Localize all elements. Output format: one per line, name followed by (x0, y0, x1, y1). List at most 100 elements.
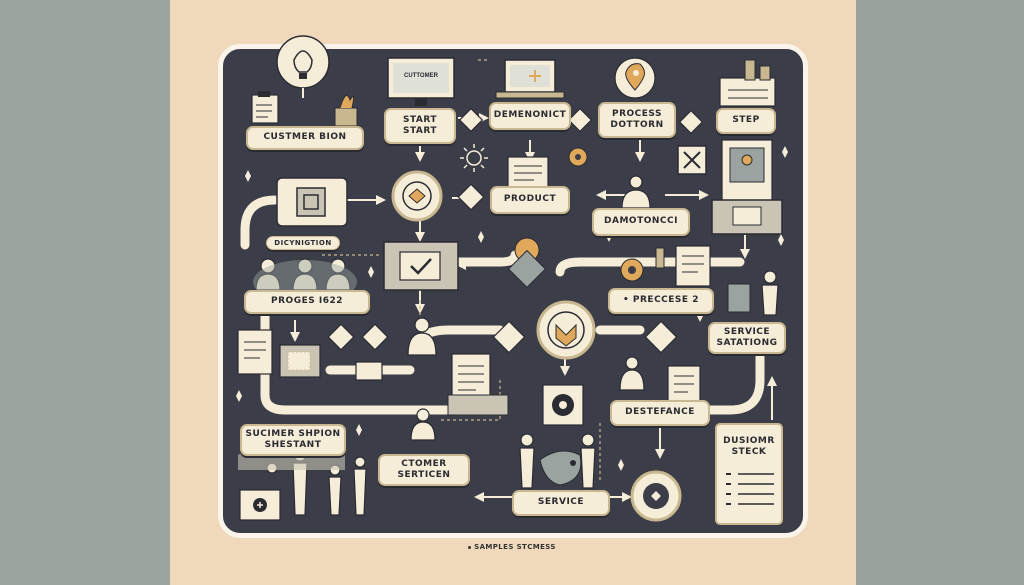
sparkle-icon (368, 266, 374, 278)
sparkle-icon (782, 146, 788, 158)
flow-paths (240, 195, 765, 415)
label-customer-bion: CUSTMER BION (246, 126, 364, 150)
person-icon (761, 284, 779, 316)
monitor-icon (387, 57, 455, 106)
label-service-satationg: SERVICE SATATIONG (708, 322, 786, 354)
sparkle-icon (356, 424, 362, 436)
label-process-dotorn: PROCESS DOTTORN (598, 102, 676, 138)
person-icon (292, 462, 308, 516)
person-icon (625, 356, 639, 370)
plant-icon (334, 95, 358, 127)
person-icon (619, 369, 645, 391)
end-node-icon (630, 470, 682, 522)
sparkle-icon (778, 234, 784, 246)
factory-icon (719, 59, 776, 107)
counter-icon (239, 489, 281, 521)
person-icon (353, 468, 367, 516)
gear-icon (620, 258, 644, 282)
report-icon (667, 365, 701, 405)
location-pin-icon (614, 57, 656, 99)
decision-diamond (644, 320, 678, 354)
cross-box-icon (677, 145, 707, 175)
flow-path (695, 340, 765, 415)
person-icon (763, 270, 777, 284)
person-icon (260, 258, 276, 274)
gear-icon (568, 147, 588, 167)
right-backdrop (856, 0, 1024, 585)
person-icon (621, 189, 651, 209)
notes-icon (655, 245, 711, 287)
label-start: START START (384, 108, 456, 144)
person-icon (581, 433, 595, 447)
person-icon (328, 476, 342, 516)
lightbulb-icon (276, 35, 330, 98)
document-stack-icon (237, 329, 321, 378)
sparkles (236, 146, 788, 471)
start-node-icon (391, 170, 443, 222)
left-backdrop (0, 0, 170, 585)
label-destefance: DESTEFANCE (610, 400, 710, 426)
badge-pin-icon (507, 237, 547, 289)
label-product: PRODUCT (490, 186, 570, 214)
file-stack-icon (447, 353, 509, 416)
checkbox-icon (383, 241, 459, 291)
sparkle-icon (478, 231, 484, 243)
label-proges: PROGES I622 (244, 290, 370, 314)
label-damotoncc: DAMOTONCCI (592, 208, 690, 236)
caption: SAMPLES STCMESS (0, 543, 1024, 551)
label-precesse: • PRECCESE 2 (608, 288, 714, 314)
person-icon (297, 258, 313, 274)
person-icon (629, 175, 643, 189)
gear-icon (542, 384, 584, 426)
person-icon (414, 317, 430, 333)
person-icon (354, 456, 366, 468)
decision-diamonds (327, 107, 704, 354)
people-group (255, 175, 779, 516)
sparkle-icon (236, 390, 242, 402)
monitor-text: CUTTOMER (404, 73, 439, 79)
decision-diamond (567, 107, 593, 133)
decision-diamond (361, 323, 389, 351)
decision-diamond (678, 109, 704, 135)
person-icon (330, 258, 346, 274)
person-icon (519, 447, 535, 489)
conveyor-icon (711, 199, 783, 235)
puzzle-dot (570, 460, 576, 466)
caption-text: SAMPLES STCMESS (474, 543, 556, 551)
person-icon (255, 273, 281, 291)
decision-diamond (492, 320, 526, 354)
sparkle-icon (618, 459, 624, 471)
puzzle-icon (539, 450, 582, 486)
laptop-icon (495, 59, 565, 99)
map-card-icon (721, 139, 773, 203)
clipboard-icon (251, 91, 279, 124)
person-icon (407, 332, 437, 356)
dashed-line (440, 380, 501, 421)
person-icon (520, 433, 534, 447)
person-icon (325, 273, 351, 291)
person-icon (410, 421, 436, 441)
tablet-icon (727, 283, 751, 313)
shield-node-icon (536, 300, 596, 360)
decision-diamond (327, 323, 355, 351)
label-service: SERVICE (512, 490, 610, 516)
label-step: STEP (716, 108, 776, 134)
decision-diamond (458, 107, 484, 133)
person-icon (292, 273, 318, 291)
sparkle-icon (245, 170, 251, 182)
decision-diamond (457, 183, 485, 211)
toggle-icon (355, 361, 383, 381)
person-icon (416, 408, 430, 422)
label-dusiomr: DUSIOMR STECK (723, 435, 775, 457)
sun-icon (460, 144, 488, 172)
flow-path (240, 195, 280, 250)
label-sucimer: SUCIMER SHPION SHESTANT (240, 424, 346, 456)
person-icon (580, 447, 596, 489)
caption-bullet (468, 545, 472, 549)
flow-path (425, 250, 520, 267)
flow-path (555, 257, 745, 277)
label-demenonict: DEMENONICT (489, 102, 571, 130)
label-dicynigtion: DICYNIGTION (266, 236, 340, 250)
checklist-icon (715, 423, 783, 525)
